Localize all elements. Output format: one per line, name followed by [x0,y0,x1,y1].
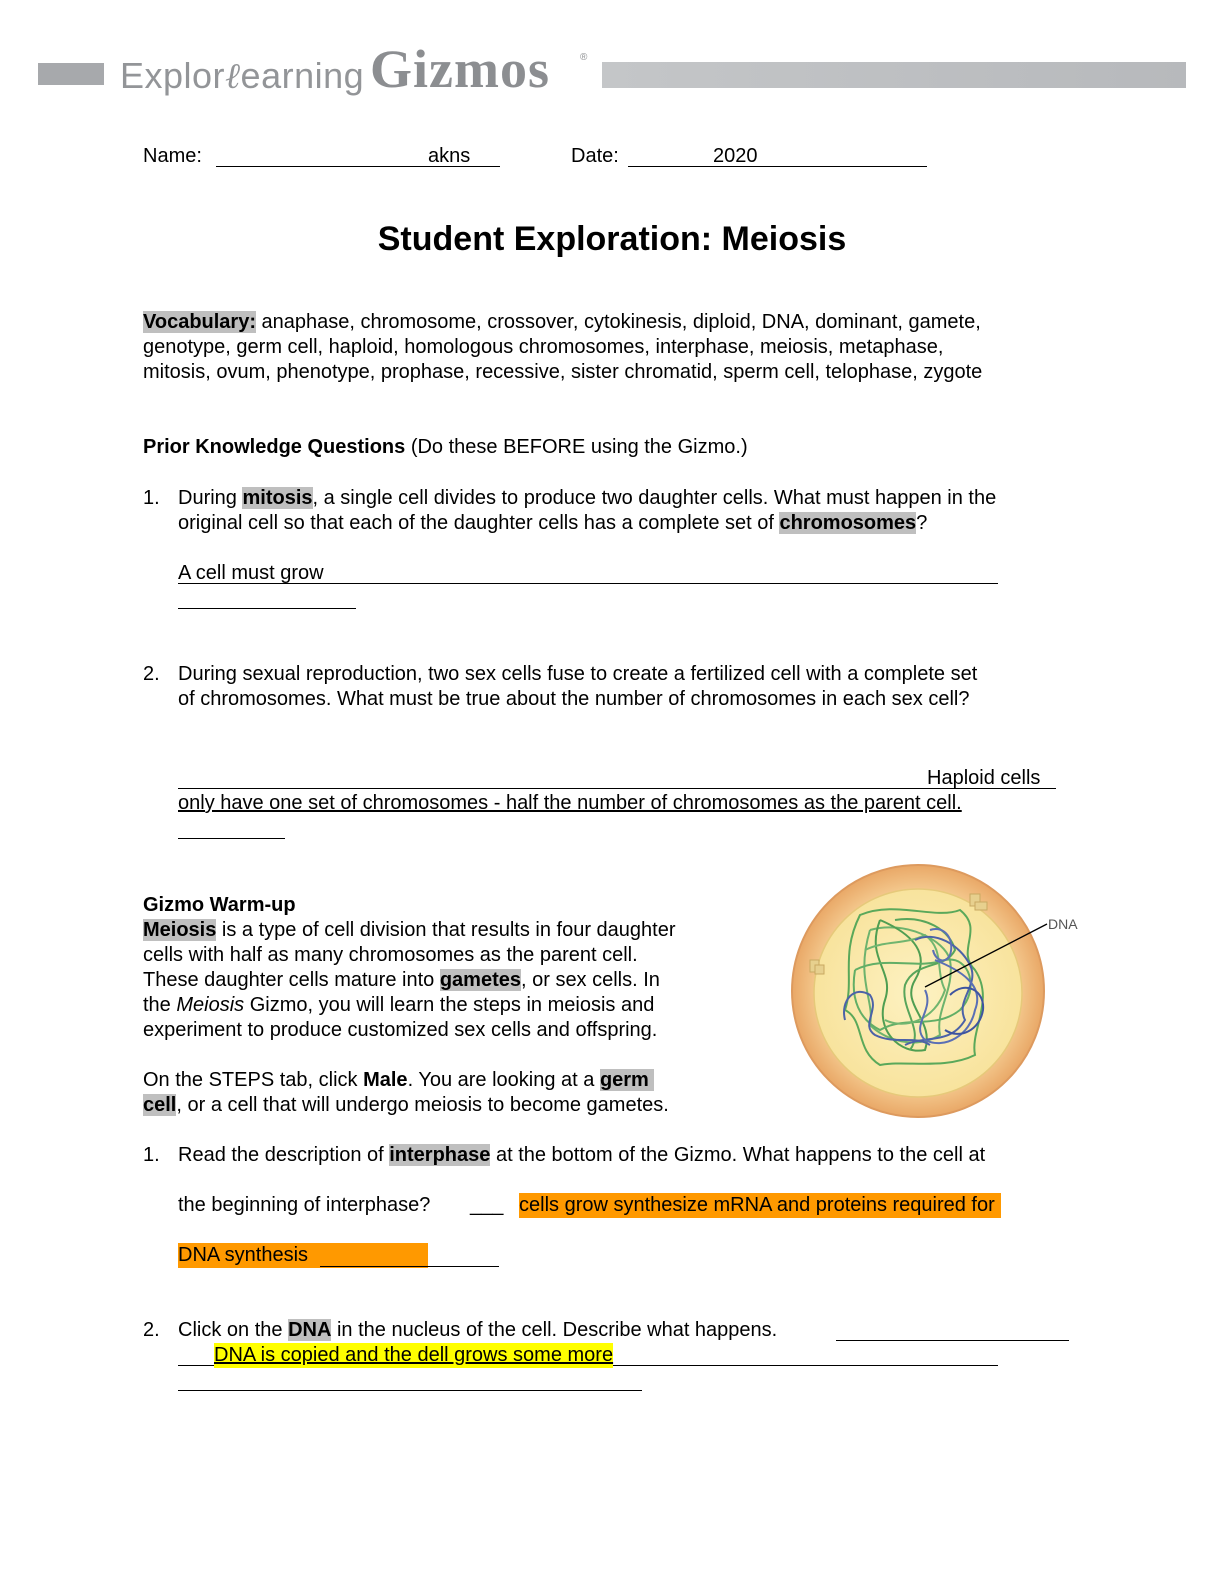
vocabulary-terms-1: anaphase, chromosome, crossover, cytokin… [256,311,981,333]
wq1-answer-text-2: DNA synthesis [178,1243,428,1268]
warmup-p1-line-5: experiment to produce customized sex cel… [143,1019,658,1041]
warmup-p2-text-1b: . You are looking at a [407,1069,600,1091]
term-meiosis: Meiosis [143,919,217,941]
warmup-p1-text-4b: Gizmo, you will learn the steps in meios… [244,994,655,1016]
pk-q2-answer-line-1 [178,788,1056,789]
gizmo-name-meiosis: Meiosis [176,994,245,1016]
term-cell: cell [143,1094,177,1116]
vocabulary-terms-3: mitosis, ovum, phenotype, prophase, rece… [143,361,983,383]
warmup-p1-text-3b: , or sex cells. In [520,969,660,991]
pk-q1-answer-line-2 [178,608,356,609]
name-underline [216,166,500,167]
warmup-heading: Gizmo Warm-up [143,894,296,916]
wq2-answer-line-2 [178,1390,642,1391]
term-germ: germ [599,1069,654,1091]
term-interphase: interphase [389,1144,491,1166]
header-bar-right [602,62,1186,88]
pk-q2-answer-part-2[interactable]: only have one set of chromosomes - half … [178,792,962,814]
term-mitosis: mitosis [242,487,313,509]
brand-leaf-l: ℓ [225,56,241,97]
pk-q1-line-1: During mitosis, a single cell divides to… [178,486,996,511]
pk-q1-number: 1. [143,487,160,509]
vocabulary-label: Vocabulary: [143,311,256,333]
wq1-blank: ___ [470,1194,504,1216]
wq1-text-a: Read the description of [178,1144,390,1166]
date-underline [628,166,927,167]
wq1-answer-line-2[interactable]: DNA synthesis [178,1243,428,1268]
dna-label: DNA [1048,916,1078,932]
warmup-p1-line-1: Meiosis is a type of cell division that … [143,918,676,943]
dna-pointer-line [924,923,1048,988]
page-title: Student Exploration: Meiosis [377,220,847,258]
pk-q2-line-2: of chromosomes. What must be true about … [178,688,970,710]
registered-mark: ® [580,52,588,63]
wq1-line-1: Read the description of interphase at th… [178,1143,985,1168]
prior-knowledge-note: (Do these BEFORE using the Gizmo.) [405,436,748,458]
warmup-p1-line-4: the Meiosis Gizmo, you will learn the st… [143,993,654,1018]
pk-q2-answer-part-1[interactable]: Haploid cells [927,767,1041,789]
centriole-left [809,959,825,975]
pk-q2-line-1: During sexual reproduction, two sex cell… [178,663,978,685]
header-bar-left [38,63,104,85]
wq1-text-b: at the bottom of the Gizmo. What happens… [490,1144,986,1166]
name-label: Name: [143,145,202,167]
wq2-number: 2. [143,1319,160,1341]
pk-q1-text-b: , a single cell divides to produce two d… [312,487,997,509]
warmup-p1-line-3: These daughter cells mature into gametes… [143,968,660,993]
pk-q2-number: 2. [143,663,160,685]
warmup-p2-line-1: On the STEPS tab, click Male. You are lo… [143,1068,654,1093]
brand-gizmos-logo: Gizmos [370,39,550,99]
pk-q1-text-d: ? [916,512,928,534]
male-button-ref: Male [363,1069,408,1091]
vocabulary-terms-2: genotype, germ cell, haploid, homologous… [143,336,944,358]
warmup-p1-text-3a: These daughter cells mature into [143,969,440,991]
brand-explorelearning: Explorℓearning [120,55,364,98]
warmup-p2-line-2: cell, or a cell that will undergo meiosi… [143,1093,669,1118]
pk-q1-answer[interactable]: A cell must grow [178,562,324,584]
wq2-text-a: Click on the [178,1319,289,1341]
warmup-p1-line-2: cells with half as many chromosomes as t… [143,944,638,966]
term-chromosomes: chromosomes [779,512,917,534]
prior-knowledge-title: Prior Knowledge Questions [143,436,406,458]
warmup-p2-text-2b: , or a cell that will undergo meiosis to… [176,1094,669,1116]
pk-q2-answer-line-3 [178,838,285,839]
pk-q1-text-c: original cell so that each of the daught… [178,512,780,534]
warmup-p2-text-1a: On the STEPS tab, click [143,1069,364,1091]
centriole-top [969,893,988,911]
wq2-answer[interactable]: DNA is copied and the dell grows some mo… [214,1343,614,1368]
term-dna: DNA [288,1319,332,1341]
pk-q1-line-2: original cell so that each of the daught… [178,511,927,536]
date-label: Date: [571,145,619,167]
pk-q1-text-a: During [178,487,243,509]
wq2-text-b: in the nucleus of the cell. Describe wha… [331,1319,778,1341]
wq1-answer-underline [320,1266,499,1267]
wq1-line-2: the beginning of interphase? [178,1194,431,1216]
germ-cell-figure: DNA [791,864,1078,1118]
dna-strands[interactable] [843,908,985,1067]
term-gametes: gametes [439,969,521,991]
warmup-p1-text-1: is a type of cell division that results … [216,919,676,941]
pk-q1-answer-line-1 [178,583,998,584]
warmup-p1-text-4a: the [143,994,177,1016]
wq1-answer-line-1[interactable]: cells grow synthesize mRNA and proteins … [519,1193,1001,1218]
brand-learning-text: earning [240,55,365,96]
brand-explore-text: Explor [120,55,226,96]
prior-knowledge-heading: Prior Knowledge Questions (Do these BEFO… [143,435,748,460]
name-value[interactable]: akns [428,145,471,167]
vocabulary-line-1: Vocabulary: anaphase, chromosome, crosso… [143,310,981,335]
wq2-blank-line-1 [836,1340,1069,1341]
wq2-line-1: Click on the DNA in the nucleus of the c… [178,1318,777,1343]
date-value[interactable]: 2020 [713,145,758,167]
wq1-number: 1. [143,1144,160,1166]
